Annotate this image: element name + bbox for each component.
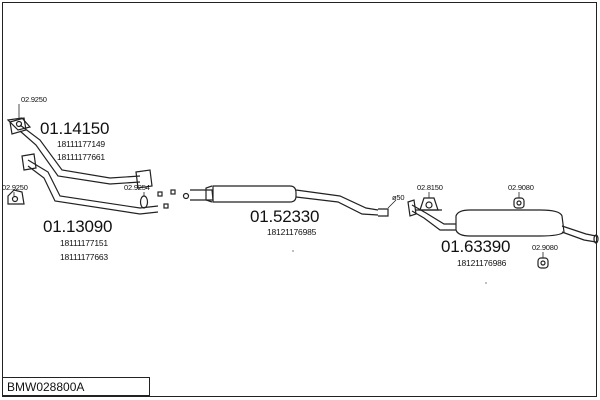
part-number: 01.13090 xyxy=(43,217,113,236)
part-reference: 18111177149 xyxy=(57,139,105,149)
gasket-ring-front xyxy=(139,195,149,209)
middle-silencer xyxy=(190,185,389,217)
front-pipe-upper xyxy=(9,117,153,189)
fitting-label: 02.9250 xyxy=(2,183,28,192)
diagram-frame xyxy=(2,2,597,397)
fitting-label: 02.8150 xyxy=(417,183,443,192)
part-reference: 18111177661 xyxy=(57,152,105,162)
fitting-label: 02.9080 xyxy=(508,183,534,192)
gasket-fitting-left-lower xyxy=(7,189,25,205)
hanger-fitting-center xyxy=(416,197,442,211)
rear-silencer xyxy=(407,199,599,244)
fitting-label: 02.9250 xyxy=(21,95,47,104)
part-number: 01.14150 xyxy=(40,119,110,138)
gasket-fitting-left-upper xyxy=(6,117,32,131)
fitting-label: 02.9080 xyxy=(532,243,558,252)
part-reference: 18111177151 xyxy=(60,238,108,248)
part-number: 01.63390 xyxy=(441,237,511,256)
part-reference: 18121176985 xyxy=(267,227,317,237)
pipe-diameter-label: ø50 xyxy=(392,193,405,202)
hanger-fitting-rear-lower xyxy=(537,257,549,269)
stray-marks xyxy=(292,250,487,284)
small-hardware xyxy=(157,189,190,209)
fitting-label: 02.9254 xyxy=(124,183,150,192)
part-reference: 18121176986 xyxy=(457,258,507,268)
part-reference: 18111177663 xyxy=(60,252,108,262)
part-number: 01.52330 xyxy=(250,207,320,226)
diagram-code-label: BMW028800A xyxy=(3,377,150,396)
hanger-fitting-rear-upper xyxy=(513,197,525,209)
leader-lines xyxy=(13,104,544,258)
